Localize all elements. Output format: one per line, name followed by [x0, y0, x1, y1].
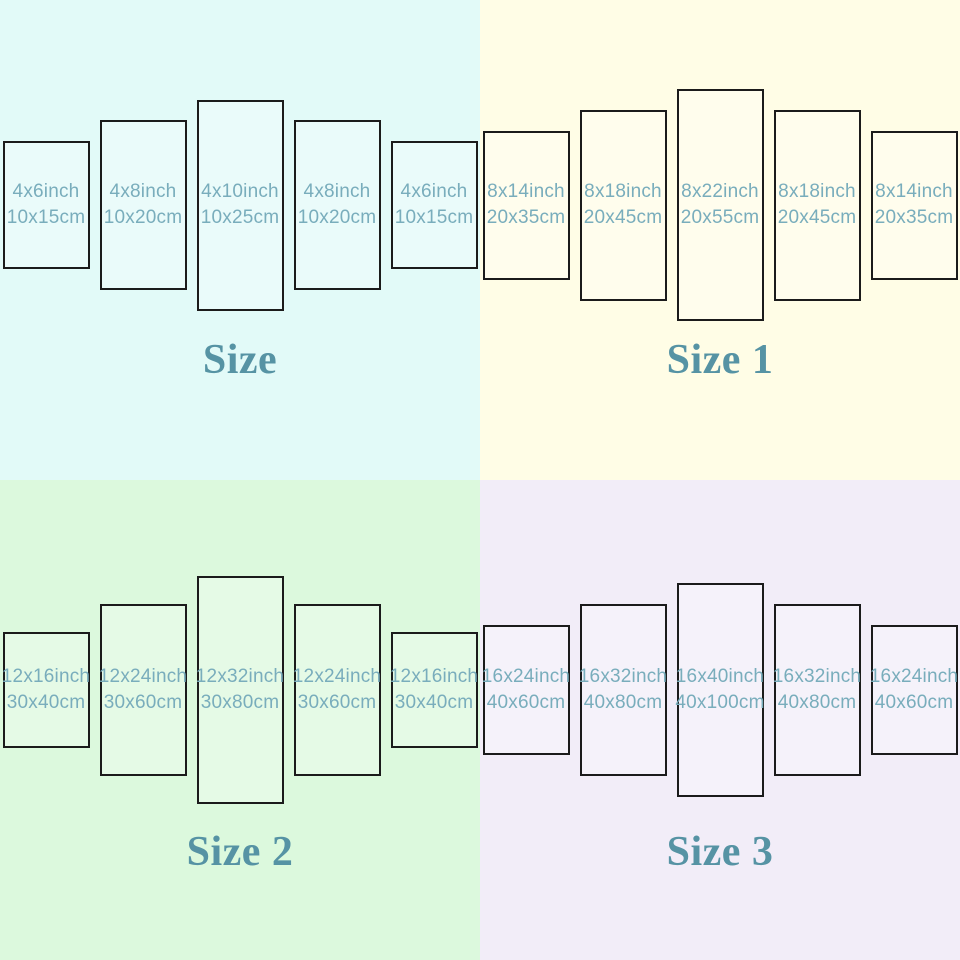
- panel-inch-label: 8x18inch: [584, 181, 662, 202]
- panel-size-label: 16x24inch 40x60cm: [870, 664, 958, 716]
- panel-size-label: 8x22inch 20x55cm: [681, 179, 760, 231]
- quadrant-title: Size 1: [666, 337, 774, 383]
- panel-size-label: 12x24inch 30x60cm: [293, 664, 381, 716]
- size-panel: 16x24inch 40x60cm: [482, 625, 570, 755]
- panel-cm-label: 40x80cm: [583, 692, 663, 713]
- size-panel: 4x8inch 10x20cm: [293, 120, 381, 290]
- panel-inch-label: 16x32inch: [578, 666, 668, 687]
- quadrant-title: Size 2: [186, 829, 294, 875]
- panel-cm-label: 30x60cm: [103, 692, 183, 713]
- panel-size-label: 16x24inch 40x60cm: [482, 664, 570, 716]
- panel-size-label: 8x14inch 20x35cm: [875, 179, 954, 231]
- size-panel: 12x16inch 30x40cm: [390, 632, 478, 748]
- panel-inch-label: 4x6inch: [400, 181, 468, 202]
- panels-row: 12x16inch 30x40cm 12x24inch 30x60cm 12x3…: [0, 480, 480, 900]
- panel-inch-label: 12x24inch: [98, 666, 188, 687]
- panel-inch-label: 12x16inch: [1, 666, 91, 687]
- panel-cm-label: 10x20cm: [103, 207, 183, 228]
- panel-inch-label: 8x22inch: [681, 181, 759, 202]
- panels-row: 8x14inch 20x35cm 8x18inch 20x45cm 8x22in…: [480, 0, 960, 410]
- panel-size-label: 8x18inch 20x45cm: [778, 179, 857, 231]
- size-panel: 16x24inch 40x60cm: [870, 625, 958, 755]
- panel-inch-label: 16x24inch: [481, 666, 571, 687]
- panel-size-label: 12x16inch 30x40cm: [2, 664, 90, 716]
- size-panel: 4x8inch 10x20cm: [99, 120, 187, 290]
- size-panel: 8x14inch 20x35cm: [870, 130, 958, 280]
- panel-cm-label: 40x60cm: [874, 692, 954, 713]
- panel-inch-label: 12x32inch: [195, 666, 285, 687]
- size-panel: 16x32inch 40x80cm: [579, 604, 667, 776]
- panel-cm-label: 20x45cm: [777, 207, 857, 228]
- size-panel: 8x14inch 20x35cm: [482, 130, 570, 280]
- panel-cm-label: 20x45cm: [583, 207, 663, 228]
- panel-size-label: 4x8inch 10x20cm: [298, 179, 377, 231]
- panel-inch-label: 8x18inch: [778, 181, 856, 202]
- size-panel: 8x18inch 20x45cm: [579, 109, 667, 301]
- panel-size-label: 12x16inch 30x40cm: [390, 664, 478, 716]
- panel-inch-label: 8x14inch: [487, 181, 565, 202]
- panel-size-label: 16x32inch 40x80cm: [773, 664, 861, 716]
- size-panel: 16x32inch 40x80cm: [773, 604, 861, 776]
- size-panel: 16x40inch 40x100cm: [675, 583, 764, 797]
- size-panel: 12x32inch 30x80cm: [196, 576, 284, 804]
- panel-inch-label: 12x24inch: [292, 666, 382, 687]
- quadrant-title: Size 3: [666, 829, 774, 875]
- panel-inch-label: 8x14inch: [875, 181, 953, 202]
- size-panel: 12x24inch 30x60cm: [99, 604, 187, 776]
- size-panel: 4x6inch 10x15cm: [2, 141, 90, 269]
- panel-inch-label: 4x10inch: [201, 181, 279, 202]
- panel-cm-label: 40x60cm: [486, 692, 566, 713]
- panel-inch-label: 4x6inch: [12, 181, 80, 202]
- panel-size-label: 16x40inch 40x100cm: [675, 664, 764, 716]
- panel-cm-label: 40x80cm: [777, 692, 857, 713]
- panel-size-label: 4x8inch 10x20cm: [104, 179, 183, 231]
- quadrant-title: Size: [202, 337, 278, 383]
- size-panel: 4x6inch 10x15cm: [390, 141, 478, 269]
- panel-cm-label: 40x100cm: [675, 692, 765, 713]
- panel-inch-label: 4x8inch: [109, 181, 177, 202]
- panel-cm-label: 30x80cm: [200, 692, 280, 713]
- panel-size-label: 16x32inch 40x80cm: [579, 664, 667, 716]
- panel-size-label: 4x6inch 10x15cm: [7, 179, 86, 231]
- quadrant-size-1: 8x14inch 20x35cm 8x18inch 20x45cm 8x22in…: [480, 0, 960, 480]
- panel-cm-label: 10x25cm: [200, 207, 280, 228]
- quadrant-size: 4x6inch 10x15cm 4x8inch 10x20cm 4x10inch…: [0, 0, 480, 480]
- panel-cm-label: 10x20cm: [297, 207, 377, 228]
- panel-inch-label: 12x16inch: [389, 666, 479, 687]
- panel-cm-label: 30x40cm: [394, 692, 474, 713]
- panel-size-label: 8x14inch 20x35cm: [487, 179, 566, 231]
- panel-cm-label: 20x35cm: [874, 207, 954, 228]
- size-panel: 8x18inch 20x45cm: [773, 109, 861, 301]
- panel-cm-label: 20x55cm: [680, 207, 760, 228]
- panel-inch-label: 4x8inch: [303, 181, 371, 202]
- panel-size-label: 4x6inch 10x15cm: [395, 179, 474, 231]
- quadrant-size-2: 12x16inch 30x40cm 12x24inch 30x60cm 12x3…: [0, 480, 480, 960]
- panel-cm-label: 30x40cm: [6, 692, 86, 713]
- size-panel: 12x16inch 30x40cm: [2, 632, 90, 748]
- size-panel: 12x24inch 30x60cm: [293, 604, 381, 776]
- panel-cm-label: 10x15cm: [394, 207, 474, 228]
- panels-row: 4x6inch 10x15cm 4x8inch 10x20cm 4x10inch…: [0, 0, 480, 410]
- panels-row: 16x24inch 40x60cm 16x32inch 40x80cm 16x4…: [480, 480, 960, 900]
- quadrant-size-3: 16x24inch 40x60cm 16x32inch 40x80cm 16x4…: [480, 480, 960, 960]
- panel-size-label: 12x32inch 30x80cm: [196, 664, 284, 716]
- panel-inch-label: 16x32inch: [772, 666, 862, 687]
- panel-inch-label: 16x40inch: [675, 666, 765, 687]
- panel-inch-label: 16x24inch: [869, 666, 959, 687]
- panel-size-label: 4x10inch 10x25cm: [201, 179, 280, 231]
- panel-cm-label: 30x60cm: [297, 692, 377, 713]
- panel-size-label: 8x18inch 20x45cm: [584, 179, 663, 231]
- size-panel: 8x22inch 20x55cm: [676, 89, 764, 321]
- panel-cm-label: 20x35cm: [486, 207, 566, 228]
- panel-cm-label: 10x15cm: [6, 207, 86, 228]
- size-panel: 4x10inch 10x25cm: [196, 99, 284, 311]
- panel-size-label: 12x24inch 30x60cm: [99, 664, 187, 716]
